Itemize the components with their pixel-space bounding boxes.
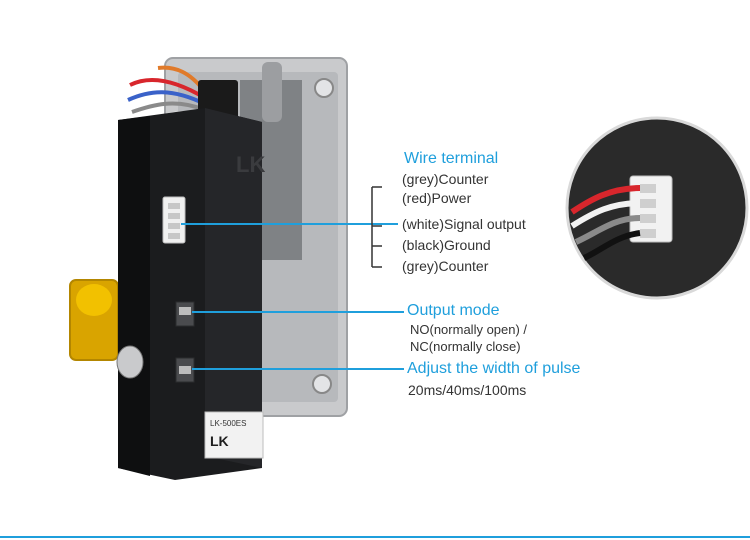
zoom-wire-black bbox=[582, 230, 641, 261]
zoom-pin-1 bbox=[640, 184, 656, 193]
wire-terminal-heading: Wire terminal bbox=[404, 150, 499, 167]
pulse-heading: Adjust the width of pulse bbox=[407, 360, 581, 377]
output-mode-heading: Output mode bbox=[407, 302, 500, 319]
mounting-bolt bbox=[116, 345, 144, 379]
output-mode-line-1: NO(normally open) / bbox=[410, 322, 528, 337]
zoom-pin-2 bbox=[640, 199, 656, 208]
model-sticker bbox=[204, 411, 264, 459]
pulse-values: 20ms/40ms/100ms bbox=[408, 382, 527, 398]
solenoid-cap bbox=[76, 284, 112, 316]
terminal-pin-3 bbox=[168, 223, 180, 229]
wire-blue bbox=[127, 90, 206, 106]
sticker-brand-text: LK bbox=[210, 433, 229, 449]
acceptor-face-panel bbox=[205, 108, 262, 468]
pin-label-4: (black)Ground bbox=[402, 237, 491, 253]
zoom-pin-4 bbox=[640, 229, 656, 238]
output-mode-switch-lever bbox=[179, 307, 191, 315]
zoom-wire-grey bbox=[574, 215, 641, 245]
pin-label-5: (grey)Counter bbox=[402, 258, 489, 274]
mechanism-roller bbox=[262, 62, 282, 122]
output-mode-line-2: NC(normally close) bbox=[410, 339, 521, 354]
terminal-pin-4 bbox=[168, 233, 180, 239]
pin-label-2: (red)Power bbox=[402, 190, 472, 206]
wire-red bbox=[129, 77, 207, 100]
pulse-width-switch-lever bbox=[179, 366, 191, 374]
pin-label-3: (white)Signal output bbox=[402, 216, 526, 232]
wire-grey bbox=[131, 101, 206, 114]
acceptor-side-panel bbox=[118, 116, 150, 476]
embossed-brand: LK bbox=[236, 152, 265, 177]
zoom-pin-3 bbox=[640, 214, 656, 223]
terminal-pin-1 bbox=[168, 203, 180, 209]
zoom-wire-white bbox=[570, 200, 641, 229]
screw-top bbox=[314, 78, 334, 98]
screw-bottom bbox=[312, 374, 332, 394]
pin-label-1: (grey)Counter bbox=[402, 171, 489, 187]
terminal-pin-2 bbox=[168, 213, 180, 219]
zoom-wire-red bbox=[570, 185, 641, 215]
sticker-model-text: LK-500ES bbox=[210, 419, 246, 428]
